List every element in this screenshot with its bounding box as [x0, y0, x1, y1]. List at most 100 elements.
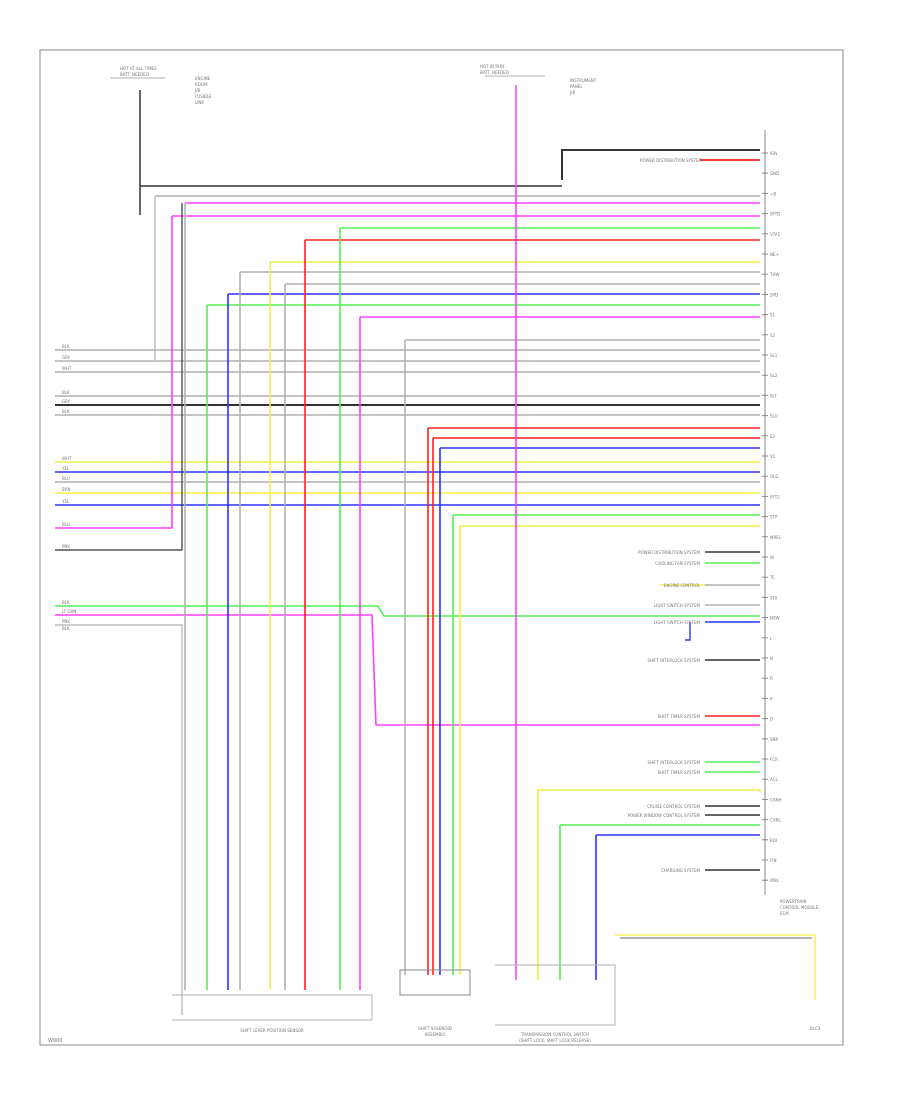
ecm-label: POWERTRAIN [780, 899, 807, 904]
left-wire-label: BRN [62, 487, 71, 492]
left-wire-label: WHT [62, 366, 72, 371]
system-label: SHIFT TIMER SYSTEM [658, 714, 701, 719]
top-left-power-note: BATT. NEEDED [120, 72, 149, 77]
ecm-pin-label: FCR [770, 757, 778, 762]
shift-lever-sensor-label: SHIFT LEVER POSITION SENSOR [240, 1028, 304, 1033]
ecm-pin-label: CANH [770, 797, 782, 802]
ecm-pin-label: SL1 [770, 353, 778, 358]
system-label: CHARGING SYSTEM [661, 868, 700, 873]
left-wire-label: PNK [62, 619, 70, 624]
switch-wire [538, 789, 761, 792]
gray-wire [55, 624, 183, 1015]
system-label: SHIFT INTERLOCK SYSTEM [648, 658, 701, 663]
system-label: LIGHT SWITCH SYSTEM [654, 603, 701, 608]
ecm-pin-label: +B [770, 191, 776, 196]
system-label: SHIFT TIMER SYSTEM [658, 770, 701, 775]
left-wire-label: BLK [62, 344, 70, 349]
shift-solenoid-label: SHIFT SOLENOID [418, 1026, 452, 1031]
ecm-label: CONTROL MODULE [780, 905, 819, 910]
top-left-fuse-label: LINK [195, 100, 204, 105]
left-loop-wire [55, 203, 183, 551]
ecm-pin-label: RDI [770, 838, 777, 843]
system-label: COOLING FAN SYSTEM [655, 561, 700, 566]
system-wire [685, 622, 691, 641]
ecm-pin-label: OLD [770, 474, 778, 479]
top-left-power-note: HOT AT ALL TIMES [120, 66, 157, 71]
ecm-pin-label: FIN [770, 858, 776, 863]
system-label: ENGINE CONTROL [664, 583, 701, 588]
left-wire-label: BLK [62, 600, 70, 605]
top-right-power-note: HOT IN RUN [480, 64, 504, 69]
left-wire-label: BLK [62, 409, 70, 414]
ecm-pin-label: SFTD [770, 212, 780, 217]
ecm-pin-label: SPD [770, 292, 778, 297]
ecm-pin-label: SL2 [770, 373, 778, 378]
ecm-label: ECM [780, 911, 789, 916]
ecm-pin-label: E2 [770, 434, 776, 439]
sensor-body [172, 994, 373, 1021]
left-wire-label: YEL [61, 466, 70, 471]
system-label: POWER DISTRIBUTION SYSTEM [640, 158, 702, 163]
ecm-pin-label: VC [770, 454, 776, 459]
system-label: CRUISE CONTROL SYSTEM [647, 804, 700, 809]
left-wire-label: BLK [62, 626, 70, 631]
ecm-pin-label: THW [769, 272, 779, 277]
ecm-pin-label: SLU [770, 414, 778, 419]
transmission-switch-label: (SHIFT LOCK, SHIFT LOCK RELEASE) [519, 1038, 591, 1043]
left-wire-label: PNK [62, 544, 70, 549]
ecm-pin-label: R [770, 676, 773, 681]
ecm-pin-label: N [770, 656, 773, 661]
system-label: POWER DISTRIBUTION SYSTEM [638, 550, 700, 555]
ecm-pin-label: MREL [770, 535, 782, 540]
ecm-pin-label: SNR [770, 737, 779, 742]
dlc-wire [615, 934, 816, 1000]
system-label: SHIFT INTERLOCK SYSTEM [648, 760, 701, 765]
ecm-pin-label: S1 [770, 313, 776, 318]
lt-green-wire [55, 605, 760, 617]
top-right-fuse-label: INSTRUMENT [570, 78, 597, 83]
ecm-pin-label: TC [769, 575, 775, 580]
ecm-pin-label: GND [770, 171, 779, 176]
left-wire-label: LT GRN [62, 609, 76, 614]
ecm-pin-label: L [770, 636, 773, 641]
diagram-frame [39, 49, 844, 1046]
ecm-pin-label: NE+ [770, 252, 779, 257]
wire-layer [55, 75, 816, 1026]
ecm-pin-label: SLT [770, 393, 777, 398]
left-wire-label: BLK [62, 390, 70, 395]
power-wire [561, 149, 760, 180]
ecm-pin-label: VTA1 [770, 232, 781, 237]
left-wire-label: WHT [62, 456, 72, 461]
ecm-pin-label: WBL [770, 878, 780, 883]
ecm-pin-label: NSW [770, 616, 780, 621]
dlc3-label: DLC3 [810, 1026, 821, 1031]
left-wire-label: GRY [62, 399, 71, 404]
left-wire-label: YEL [61, 499, 70, 504]
solenoid-assembly-body [399, 969, 471, 996]
shift-solenoid-label: ASSEMBLY [425, 1032, 446, 1037]
top-left-fuse-label: FUSIBLE [195, 94, 212, 99]
top-right-power-note: BATT. NEEDED [480, 70, 509, 75]
top-right-fuse-label: PANEL [570, 84, 583, 89]
ecm-pin-label: S2 [770, 333, 776, 338]
ecm-pin-label: P [770, 696, 773, 701]
ecm-pin-label: IGN [770, 151, 777, 156]
ecm-pin-label: ACL [770, 777, 778, 782]
ecm-pin-label: SFT2 [770, 494, 780, 499]
left-wire-label: GRY [62, 355, 71, 360]
ecm-pin-label: CANL [770, 818, 782, 823]
top-left-fuse-label: ENGINE [195, 76, 211, 81]
footer-code: W000 [48, 1038, 63, 1044]
left-loop-wire [55, 216, 173, 529]
ecm-pin-label: W [770, 555, 774, 560]
ecm-pin-label: STA [770, 595, 778, 600]
transmission-switch-label: TRANSMISSION CONTROL SWITCH [520, 1032, 589, 1037]
pink-wire [55, 614, 760, 726]
top-right-fuse-label: J/B [569, 90, 576, 95]
left-wire-label: BLU [62, 476, 70, 481]
system-label: POWER WINDOW CONTROL SYSTEM [628, 813, 701, 818]
top-left-fuse-label: ROOM [195, 82, 208, 87]
